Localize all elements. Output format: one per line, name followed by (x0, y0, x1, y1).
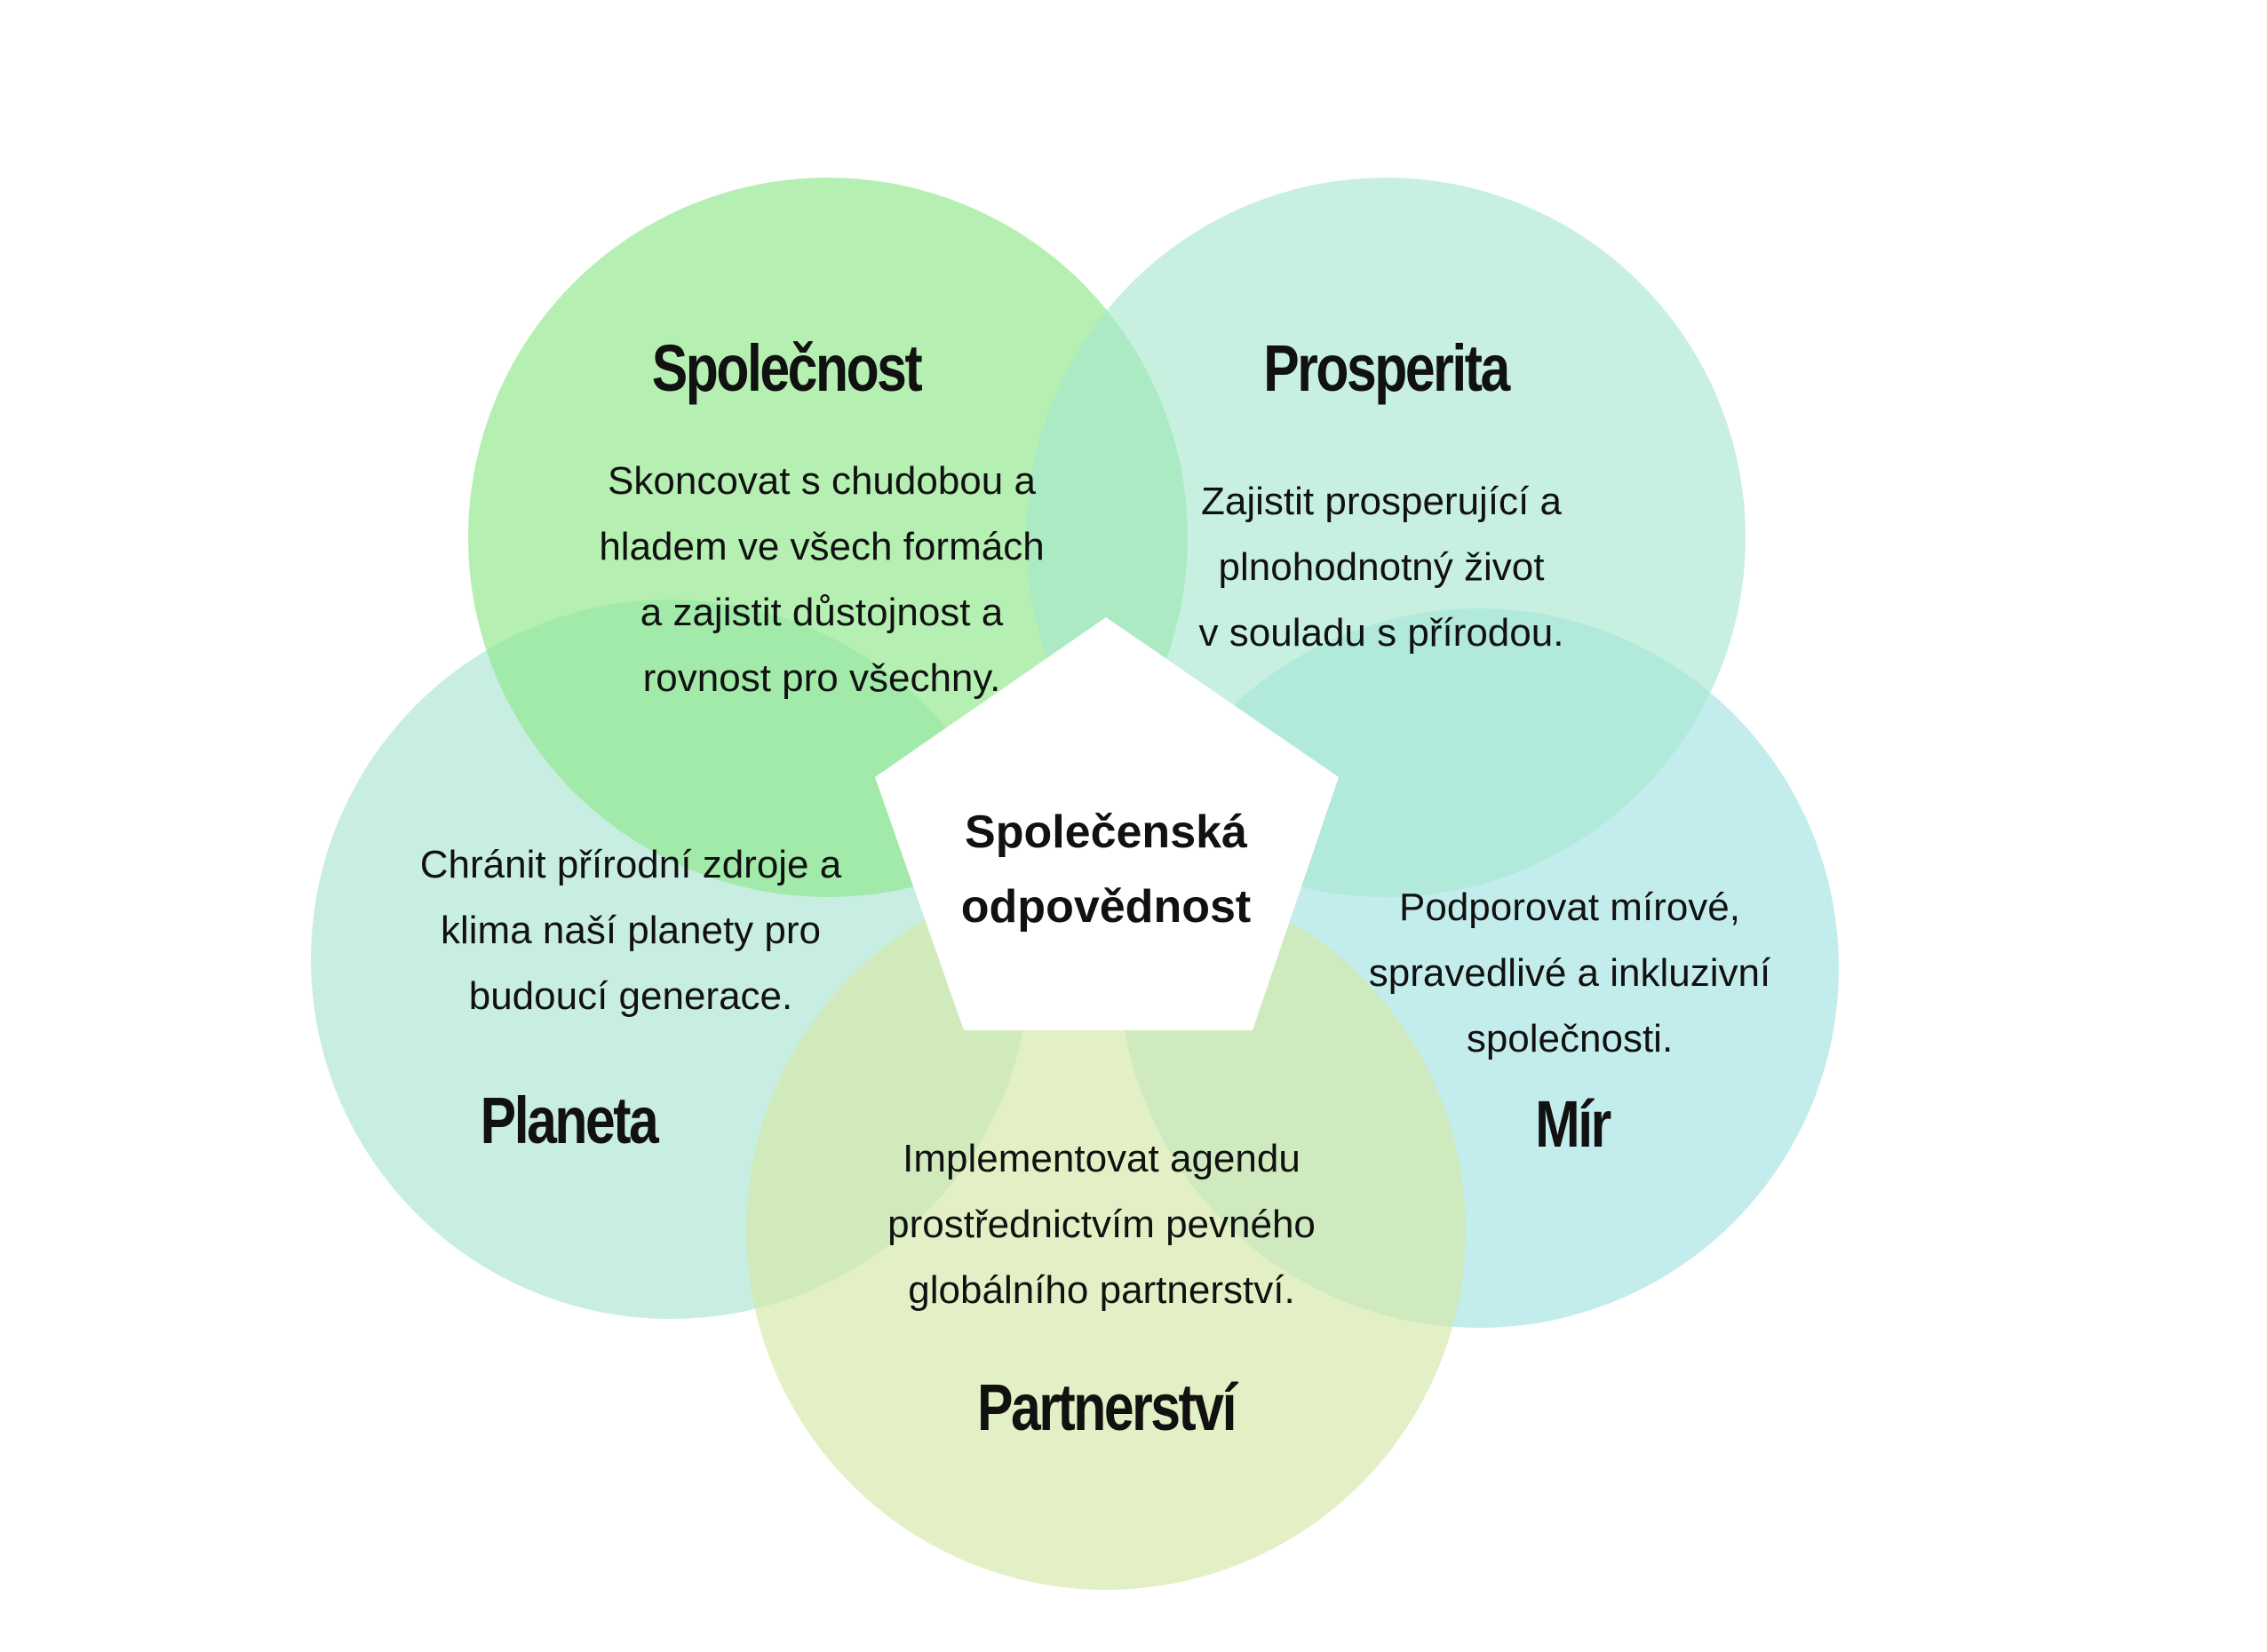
text-prosperita-line: Zajistit prosperující a (1201, 480, 1562, 523)
title-planeta: Planeta (480, 1084, 659, 1157)
text-spolecnost-line: a zajistit důstojnost a (640, 591, 1004, 634)
center-pentagon (875, 617, 1339, 1030)
text-planeta-line: Chránit přírodní zdroje a (419, 843, 842, 886)
center-label-line: Společenská (965, 806, 1247, 858)
text-spolecnost: Skoncovat s chudobou a hladem ve všech f… (555, 449, 1088, 711)
text-prosperita: Zajistit prosperující a plnohodnotný živ… (1115, 469, 1648, 666)
text-prosperita-line: plnohodnotný život (1218, 545, 1545, 589)
text-partnerstvi: Implementovat agendu prostřednictvím pev… (835, 1126, 1368, 1323)
text-planeta-line: klima naší planety pro (441, 909, 821, 952)
title-mir: Mír (1535, 1087, 1611, 1161)
circle-partnerstvi (746, 870, 1466, 1590)
text-partnerstvi-line: Implementovat agendu (903, 1137, 1301, 1180)
title-spolecnost: Společnost (651, 331, 923, 405)
text-mir: Podporovat mírové, spravedlivé a inkluzi… (1303, 875, 1836, 1072)
title-partnerstvi: Partnerství (977, 1370, 1237, 1444)
text-planeta: Chránit přírodní zdroje a klima naší pla… (364, 832, 897, 1029)
text-partnerstvi-line: globálního partnerství. (908, 1268, 1295, 1312)
center-label-line: odpovědnost (960, 881, 1252, 933)
center-label: Společenská odpovědnost (906, 795, 1306, 944)
text-planeta-line: budoucí generace. (468, 974, 793, 1018)
text-mir-line: společnosti. (1466, 1017, 1674, 1060)
text-partnerstvi-line: prostřednictvím pevného (887, 1203, 1316, 1246)
text-prosperita-line: v souladu s přírodou. (1198, 611, 1564, 655)
text-spolecnost-line: Skoncovat s chudobou a (608, 459, 1036, 503)
text-spolecnost-line: rovnost pro všechny. (642, 656, 1001, 700)
text-mir-line: Podporovat mírové, (1399, 886, 1740, 929)
text-spolecnost-line: hladem ve všech formách (599, 525, 1045, 568)
text-mir-line: spravedlivé a inkluzivní (1368, 951, 1771, 995)
title-prosperita: Prosperita (1263, 331, 1510, 405)
